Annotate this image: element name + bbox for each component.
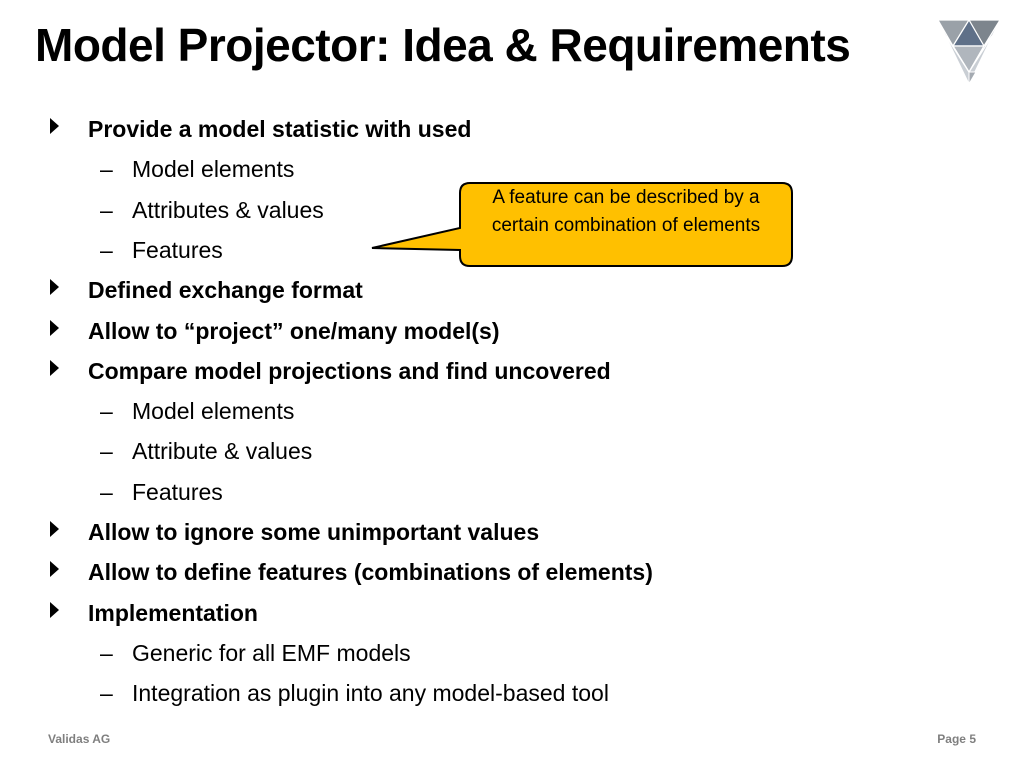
footer-page-number: Page 5 (937, 732, 976, 746)
dash-bullet-icon: – (100, 639, 113, 666)
triangle-bullet-icon (50, 359, 59, 376)
dash-bullet-icon: – (100, 680, 113, 707)
bullet-text: Compare model projections and find uncov… (88, 357, 611, 384)
bullet-text: Allow to define features (combinations o… (88, 559, 653, 586)
validas-triangle-logo-icon (936, 18, 1002, 86)
triangle-bullet-icon (50, 601, 59, 618)
bullet-text: Provide a model statistic with used (88, 116, 472, 142)
bullet-text: Generic for all EMF models (132, 639, 411, 666)
triangle-bullet-icon (50, 279, 59, 296)
callout-text: A feature can be described by a certain … (491, 187, 761, 236)
bullet-text: Model elements (132, 156, 295, 183)
triangle-bullet-icon (50, 561, 59, 578)
dash-bullet-icon: – (100, 438, 113, 465)
dash-bullet-icon: – (100, 478, 113, 505)
bullet-text: Defined exchange format (88, 277, 363, 304)
bullet-text: Attributes & values (132, 196, 324, 223)
bullet-text: Attribute & values (132, 438, 313, 465)
bullet-text: Allow to “project” one/many model(s) (88, 317, 500, 344)
bullet-text: Allow to ignore some unimportant values (88, 519, 540, 545)
bullet-text: Features (132, 478, 223, 505)
triangle-bullet-icon (50, 319, 59, 336)
triangle-bullet-icon (50, 521, 59, 537)
dash-bullet-icon: – (100, 156, 113, 183)
bullet-text: Implementation (88, 599, 258, 626)
bullet-text: Model elements (132, 398, 295, 425)
dash-bullet-icon: – (100, 196, 113, 223)
footer-company: Validas AG (48, 732, 111, 746)
slide-title: Model Projector: Idea & Requirements (35, 19, 851, 71)
dash-bullet-icon: – (100, 236, 113, 263)
triangle-bullet-icon (50, 118, 59, 134)
dash-bullet-icon: – (100, 398, 113, 425)
bullet-text: Features (132, 236, 223, 263)
bullet-text: Integration as plugin into any model-bas… (132, 680, 609, 707)
